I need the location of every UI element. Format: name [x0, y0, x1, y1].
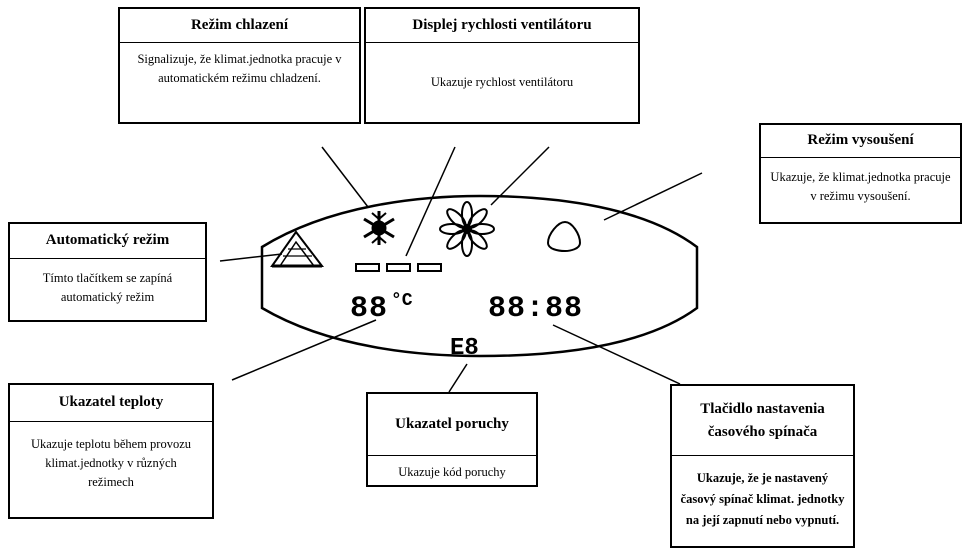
- dry-mode-droplet-icon: [546, 220, 582, 253]
- fan-icon: [439, 201, 495, 257]
- callout-auto-mode: Automatický režim Tímto tlačítkem se zap…: [8, 222, 207, 322]
- leader-fan: [490, 146, 550, 206]
- leader-dry: [603, 172, 703, 221]
- callout-temperature: Ukazatel teploty Ukazuje teplotu během p…: [8, 383, 214, 519]
- temperature-digits: 88: [350, 292, 388, 326]
- lcd-outline: [260, 194, 699, 358]
- leader-auto: [219, 253, 283, 262]
- callout-dry-mode-body: Ukazuje, že klimat.jednotka pracuje v re…: [770, 170, 951, 203]
- callout-temperature-title: Ukazatel teploty: [10, 385, 212, 422]
- callout-fault: Ukazatel poruchy Ukazuje kód poruchy: [366, 392, 538, 487]
- callout-fan-speed: Displej rychlosti ventilátoru Ukazuje ry…: [364, 7, 640, 124]
- temperature-unit: °C: [391, 291, 413, 311]
- callout-auto-mode-body: Tímto tlačítkem se zapíná automatický re…: [42, 271, 173, 304]
- leader-cooling: [321, 146, 369, 208]
- clock-digits: 88:88: [488, 292, 583, 326]
- cooling-snowflake-icon: [363, 211, 395, 245]
- callout-fault-body: Ukazuje kód poruchy: [398, 465, 506, 479]
- callout-timer-body: Ukazuje, že je nastavený časový spínač k…: [680, 471, 845, 527]
- callout-timer-title: Tlačidlo nastavenia časového spínača: [672, 386, 853, 456]
- leader-timer: [552, 324, 681, 385]
- callout-cooling-mode-title: Režim chlazení: [120, 9, 359, 43]
- callout-auto-mode-title: Automatický režim: [10, 224, 205, 259]
- callout-cooling-mode: Režim chlazení Signalizuje, že klimat.je…: [118, 7, 361, 124]
- callout-dry-mode: Režim vysoušení Ukazuje, že klimat.jedno…: [759, 123, 962, 224]
- fault-code: E8: [450, 335, 479, 362]
- fan-speed-bars-icon: [355, 263, 442, 272]
- callout-fan-speed-title: Displej rychlosti ventilátoru: [366, 9, 638, 43]
- callout-timer: Tlačidlo nastavenia časového spínača Uka…: [670, 384, 855, 548]
- auto-mode-icon: [270, 230, 325, 268]
- leader-lines: [219, 146, 703, 393]
- callout-fan-speed-body: Ukazuje rychlost ventilátoru: [430, 75, 574, 89]
- leader-fan-speed: [405, 146, 456, 257]
- callout-cooling-mode-body: Signalizuje, že klimat.jednotka pracuje …: [137, 52, 342, 85]
- callout-fault-title: Ukazatel poruchy: [368, 394, 536, 456]
- leader-fault: [448, 363, 468, 393]
- callout-temperature-body: Ukazuje teplotu během provozu klimat.jed…: [30, 437, 192, 489]
- leader-temperature: [231, 319, 377, 381]
- callout-dry-mode-title: Režim vysoušení: [761, 125, 960, 158]
